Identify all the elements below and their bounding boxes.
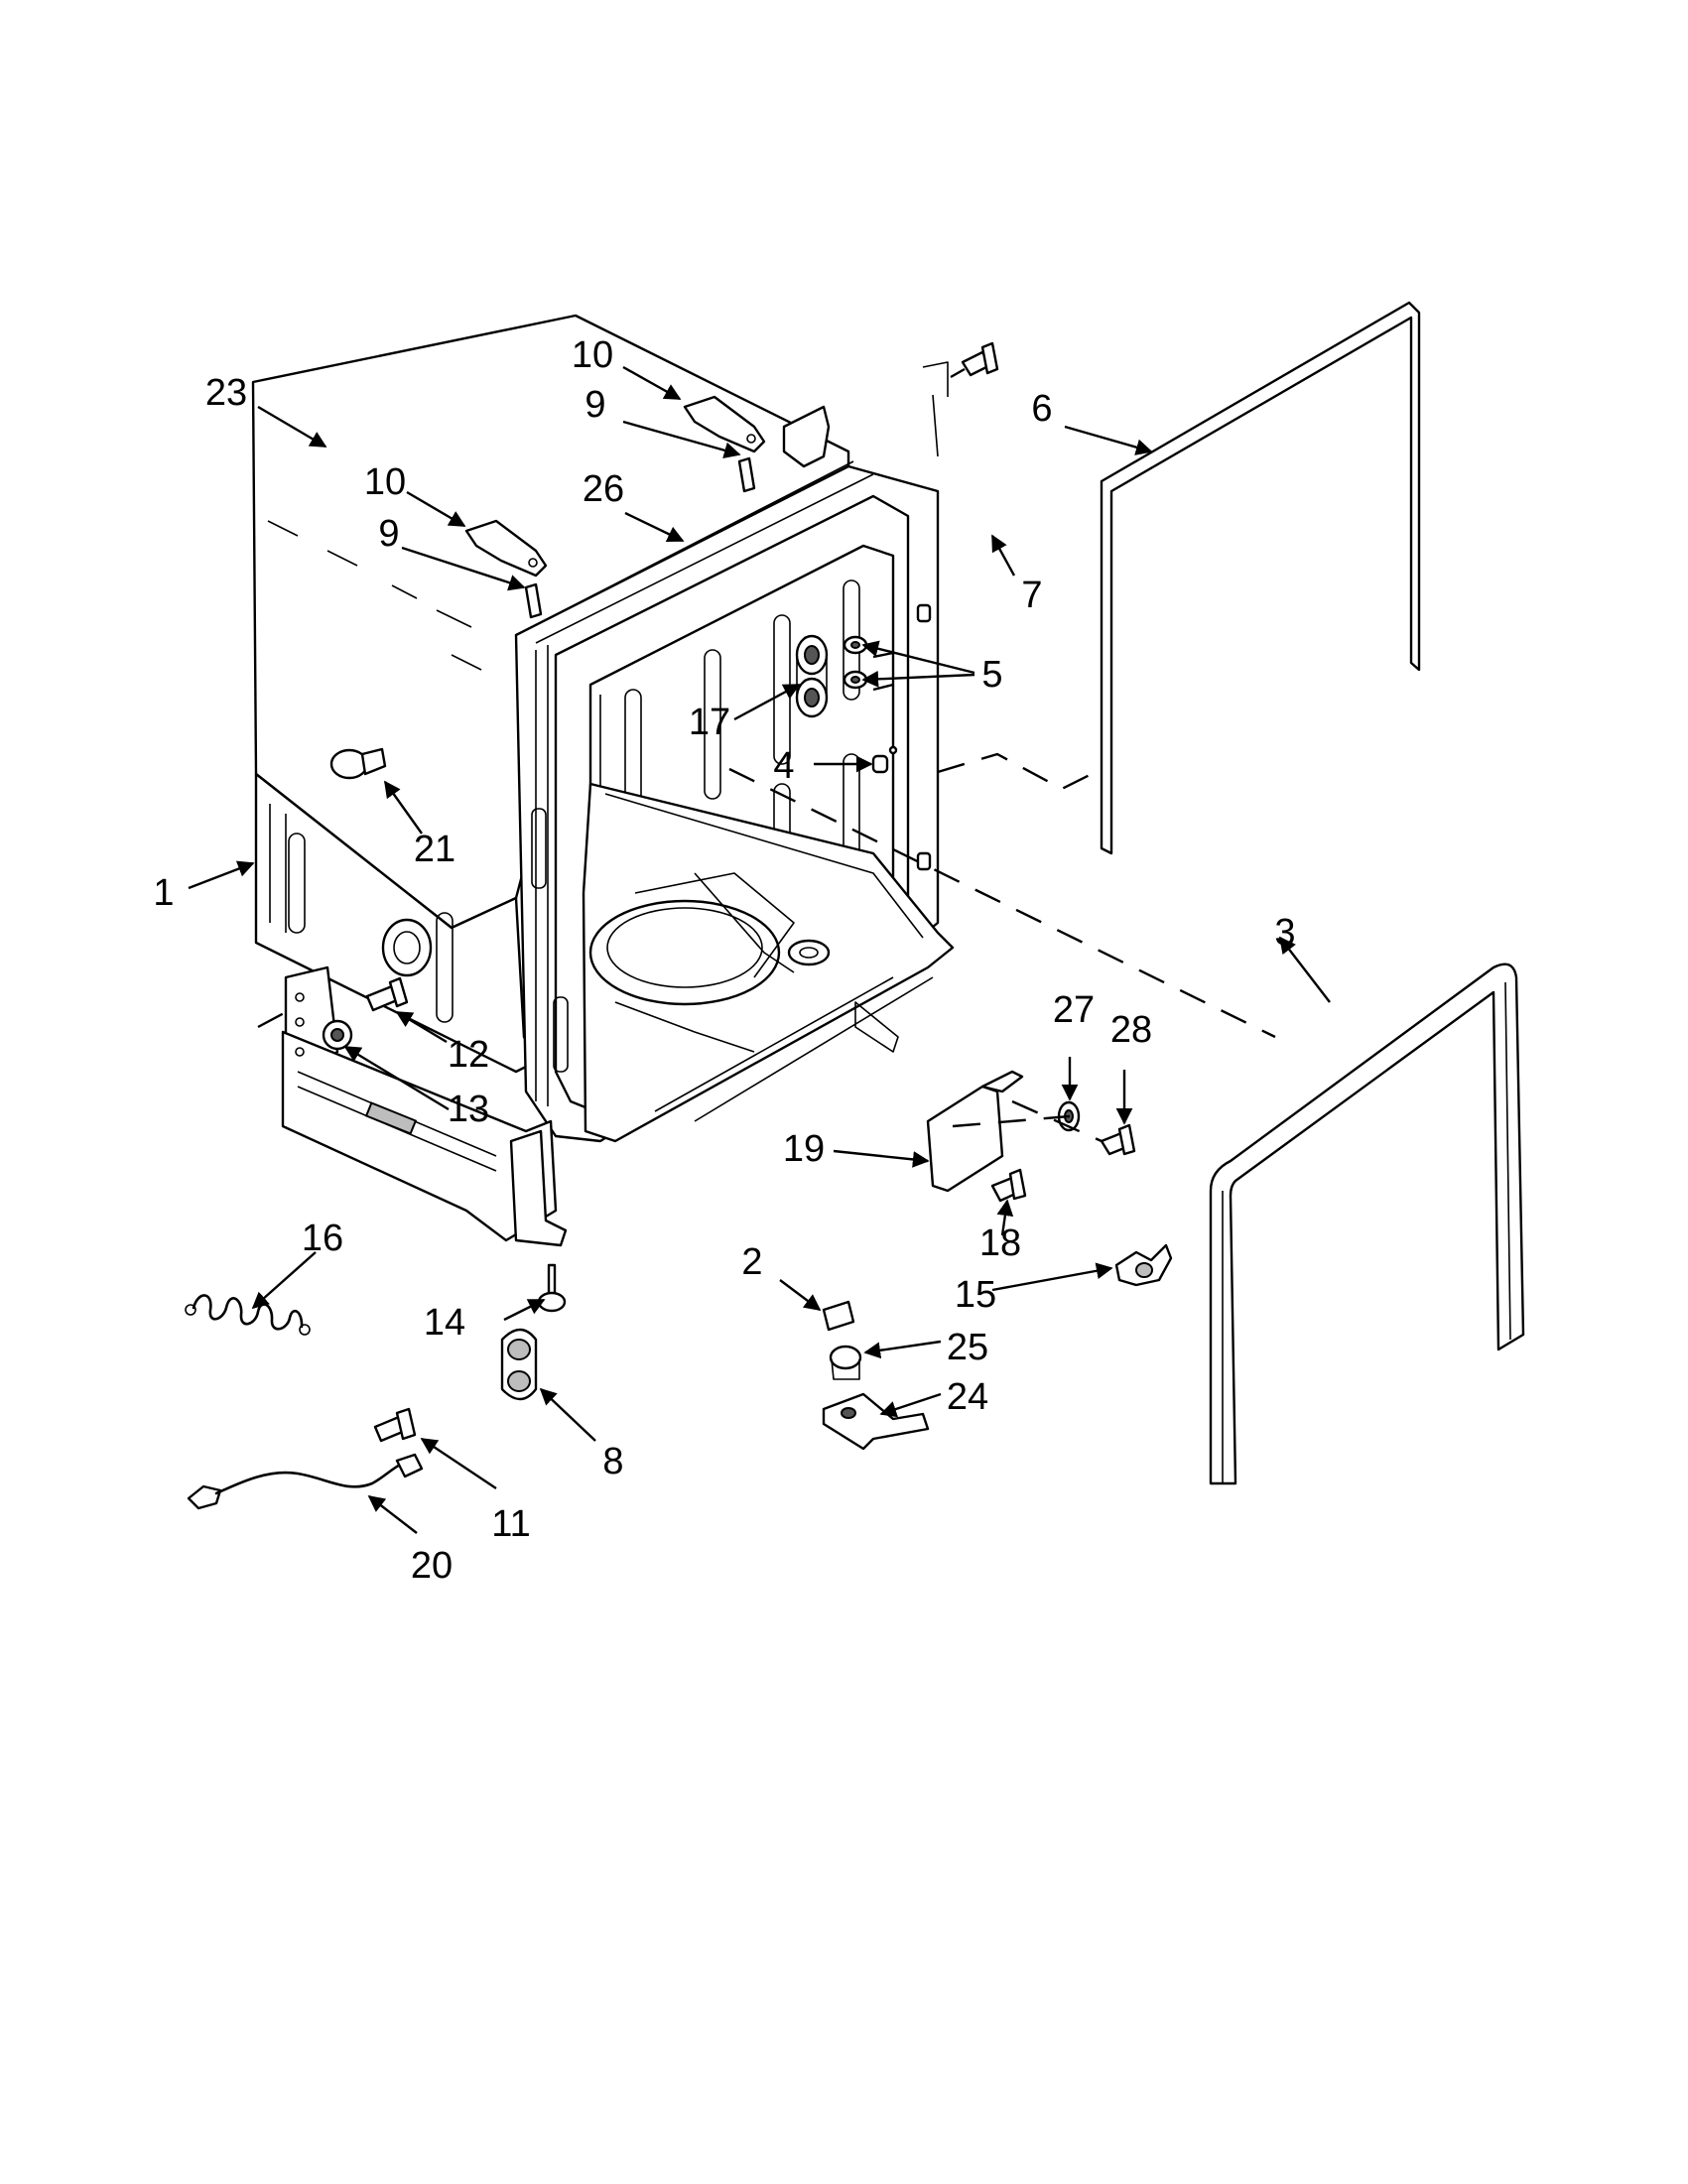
callout-13: 13 xyxy=(448,1089,489,1130)
callout-20: 20 xyxy=(411,1545,453,1587)
callout-8: 8 xyxy=(602,1441,623,1482)
callout-23: 23 xyxy=(205,372,247,414)
callout-5: 5 xyxy=(981,654,1002,696)
callout-10-upper: 10 xyxy=(572,334,613,376)
callout-2: 2 xyxy=(741,1241,762,1283)
washers-5 xyxy=(843,635,868,690)
callout-labels: 1 2 3 4 5 6 7 8 9 9 10 10 11 12 13 14 15… xyxy=(153,334,1295,1587)
callout-27: 27 xyxy=(1053,989,1095,1031)
plug-4 xyxy=(871,745,898,774)
tub-assembly xyxy=(251,314,955,1143)
leveling-leg-14 xyxy=(537,1263,567,1313)
callout-24: 24 xyxy=(947,1376,988,1418)
screw-28 xyxy=(1100,1123,1136,1156)
screw-18 xyxy=(990,1168,1027,1203)
door-gasket xyxy=(1209,963,1525,1485)
callout-26: 26 xyxy=(583,468,624,510)
grommet-pad-8 xyxy=(500,1328,538,1401)
callout-4: 4 xyxy=(773,745,794,787)
latch-clip-15 xyxy=(1114,1243,1173,1287)
screw-7 xyxy=(961,341,999,377)
spring-16 xyxy=(185,1294,311,1336)
screw-12 xyxy=(365,976,409,1012)
bracket-19 xyxy=(926,1070,1024,1193)
clip-2 xyxy=(822,1300,855,1332)
leader-arrows xyxy=(188,365,1331,1534)
callout-10-lower: 10 xyxy=(364,461,406,503)
hinge-bracket-upper xyxy=(683,395,766,493)
callout-14: 14 xyxy=(424,1302,465,1344)
callout-11: 11 xyxy=(491,1503,530,1545)
callout-16: 16 xyxy=(302,1218,343,1259)
side-gasket-strip xyxy=(1100,301,1421,855)
callout-15: 15 xyxy=(955,1274,996,1316)
callout-3: 3 xyxy=(1274,912,1295,954)
ground-wire-20 xyxy=(187,1453,424,1510)
base-rail xyxy=(281,965,568,1247)
callout-6: 6 xyxy=(1031,388,1052,430)
callout-21: 21 xyxy=(414,829,455,870)
thermostat-25 xyxy=(829,1345,862,1380)
callout-28: 28 xyxy=(1110,1009,1152,1051)
callout-25: 25 xyxy=(947,1327,988,1368)
hinge-bracket-lower xyxy=(464,519,548,619)
callout-12: 12 xyxy=(448,1034,489,1076)
bracket-24 xyxy=(822,1392,930,1451)
callout-1: 1 xyxy=(153,872,174,914)
callout-18: 18 xyxy=(979,1222,1021,1264)
callout-7: 7 xyxy=(1021,575,1042,616)
callout-9-lower: 9 xyxy=(378,513,399,555)
spacer-17 xyxy=(795,634,829,718)
plug-button-21 xyxy=(329,747,387,780)
screw-11 xyxy=(373,1407,417,1443)
callout-19: 19 xyxy=(783,1128,825,1170)
callout-9-upper: 9 xyxy=(584,384,605,426)
callout-17: 17 xyxy=(689,702,730,743)
